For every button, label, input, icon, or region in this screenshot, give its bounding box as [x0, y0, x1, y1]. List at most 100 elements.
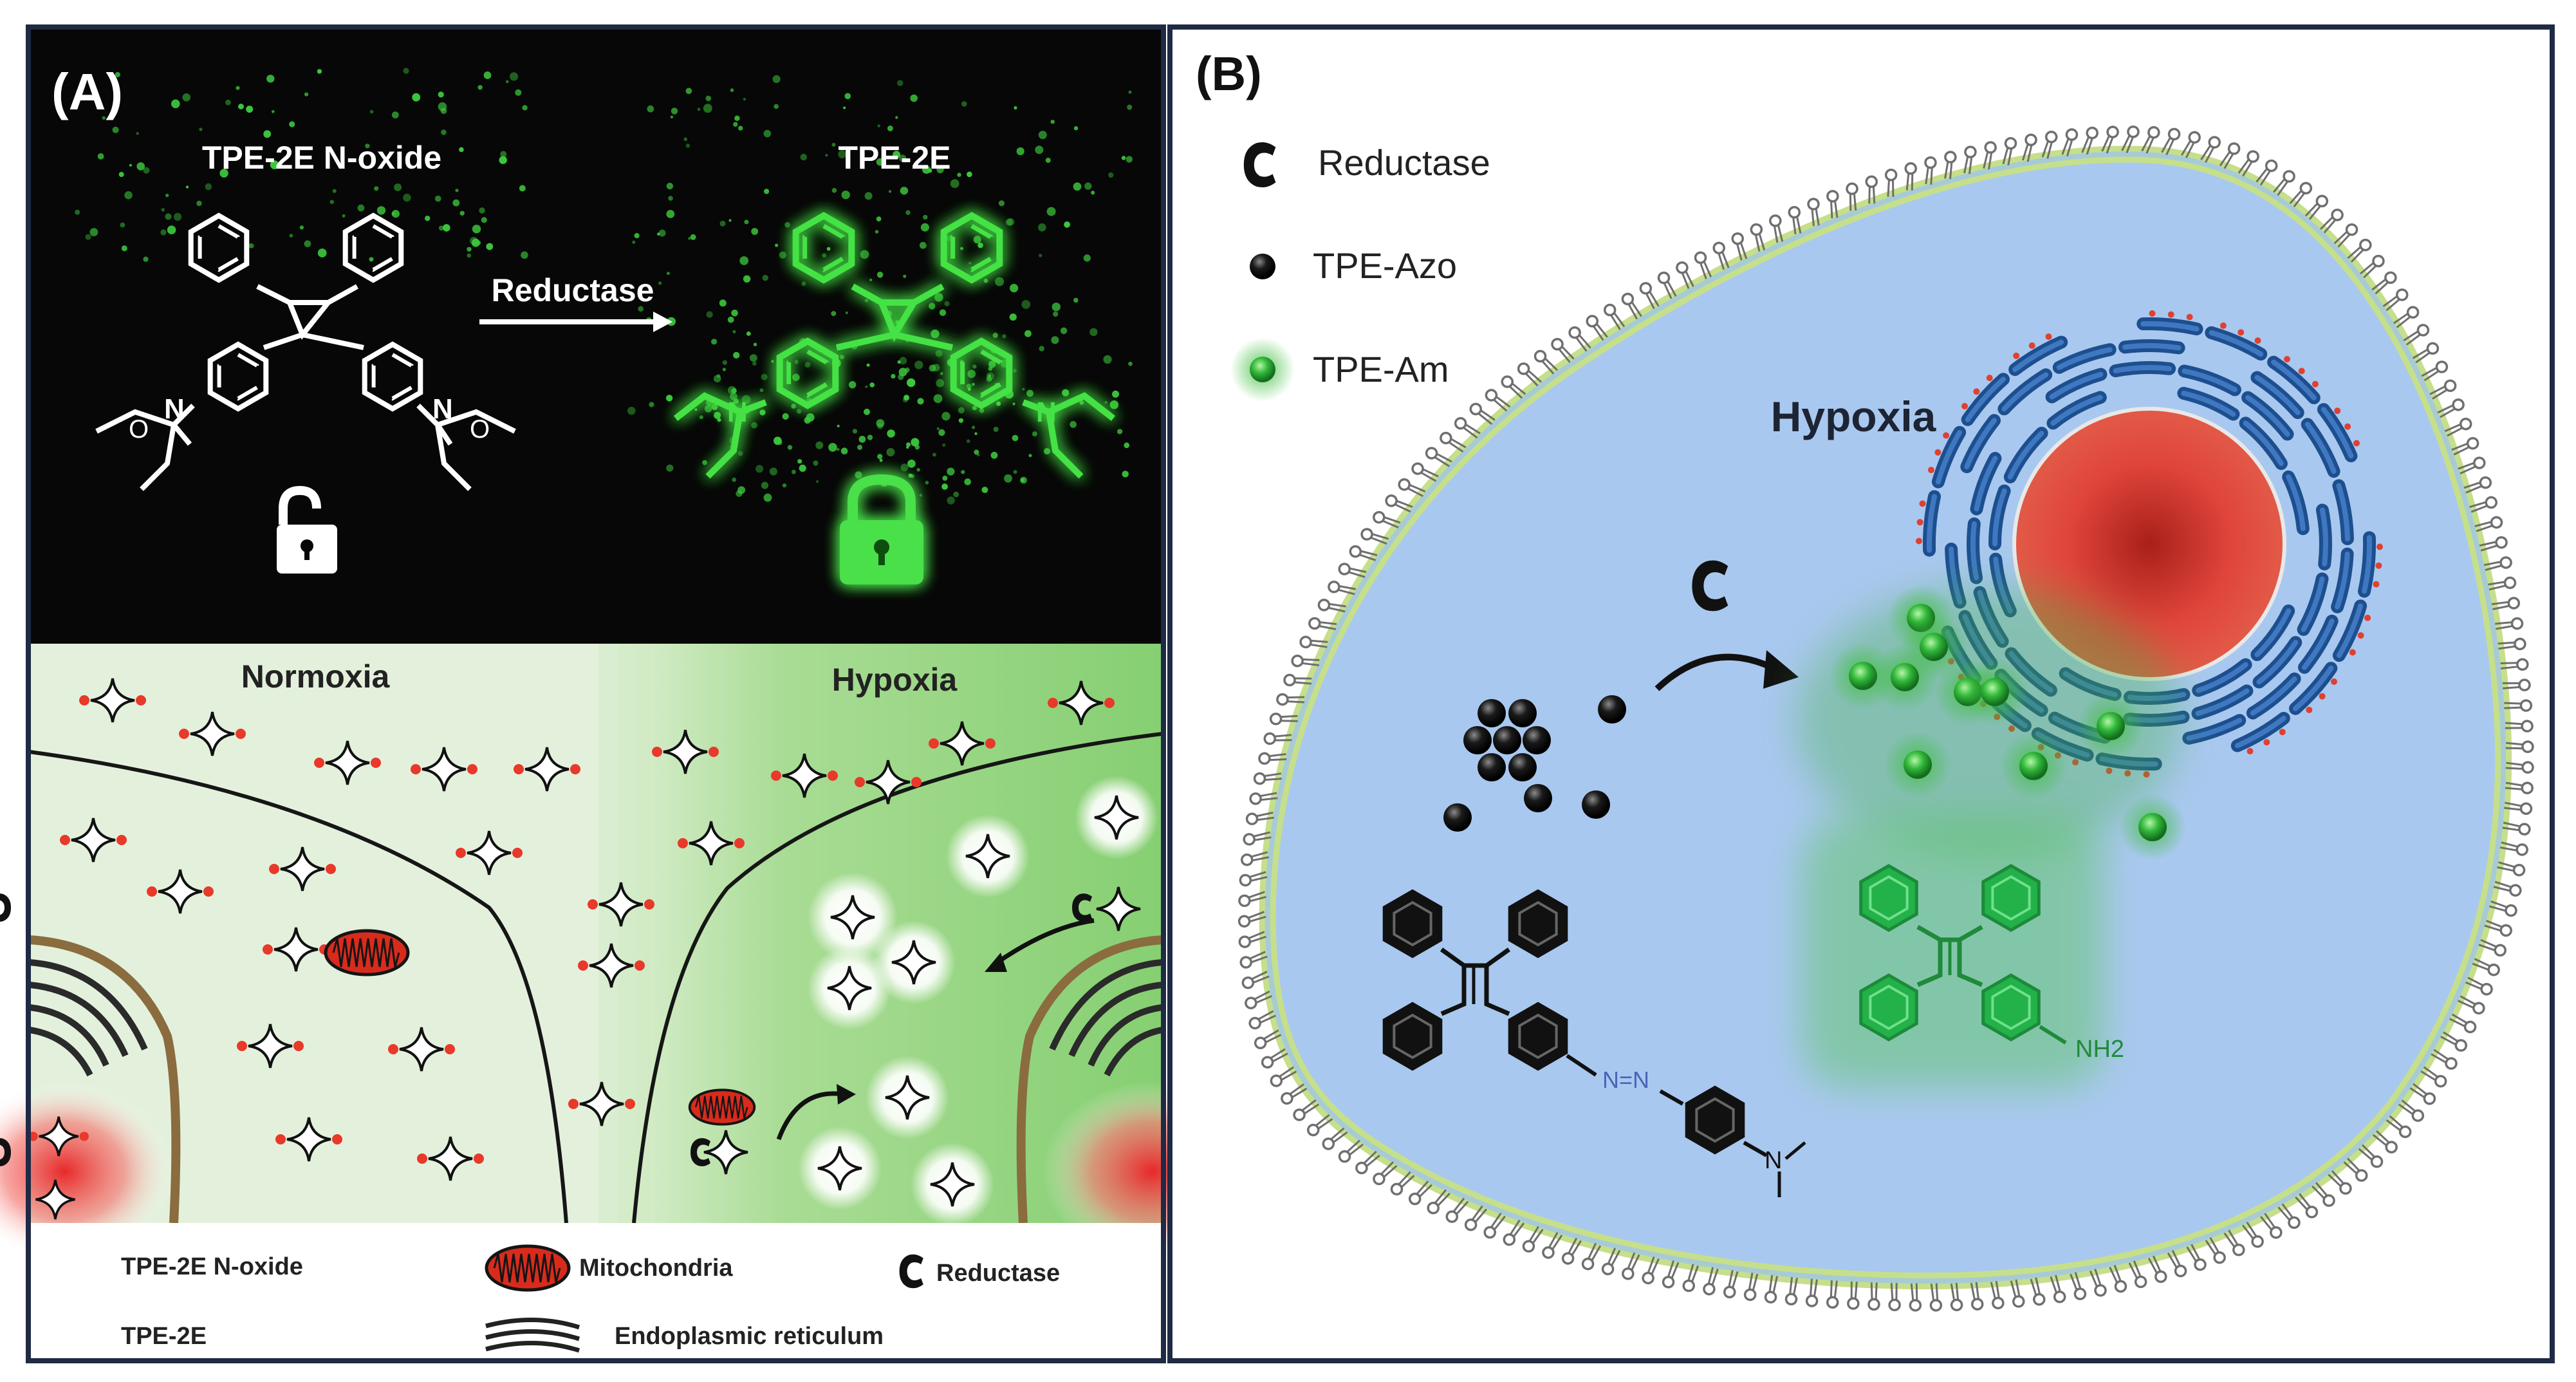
speckle — [1013, 369, 1017, 373]
lipid — [2393, 306, 2420, 328]
ribosome — [2045, 333, 2052, 340]
speckle — [940, 372, 943, 375]
speckle — [919, 494, 923, 497]
tpe-azo-particle — [1493, 726, 1521, 754]
lipid — [2219, 142, 2241, 169]
speckle — [869, 382, 875, 388]
lipid — [2241, 1221, 2264, 1248]
speckle — [978, 242, 983, 248]
tpe-am-particle — [2138, 813, 2167, 841]
speckle — [1103, 355, 1112, 364]
lipid — [1239, 951, 1268, 969]
speckle — [1038, 131, 1047, 140]
lipid — [2479, 536, 2508, 552]
lipid — [2429, 379, 2457, 400]
lipid — [2200, 136, 2221, 163]
speckle — [919, 241, 927, 249]
speckle — [711, 404, 718, 411]
lipid — [2277, 1203, 2301, 1229]
lipid — [1408, 1181, 1433, 1206]
speckle — [887, 126, 893, 131]
lipid — [2420, 1066, 2447, 1088]
speckle — [782, 483, 787, 488]
speckle — [161, 208, 165, 212]
speckle — [936, 427, 940, 431]
speckle — [826, 247, 831, 251]
lipid — [2449, 1013, 2477, 1034]
speckle — [733, 122, 738, 127]
speckle — [75, 209, 80, 215]
ribosome — [2349, 649, 2356, 656]
lipid — [1731, 232, 1748, 261]
speckle — [822, 253, 827, 258]
speckle — [860, 250, 869, 259]
lipid — [1355, 1150, 1380, 1175]
left-compound-name: TPE-2E N-oxide — [202, 140, 441, 176]
panel-a-legend-bg — [30, 1223, 1162, 1358]
reaction-arrow — [479, 312, 672, 332]
lipid — [1888, 1283, 1901, 1312]
speckle — [876, 423, 884, 429]
lipid — [2021, 133, 2037, 162]
speckle — [632, 240, 636, 244]
lipid — [2497, 637, 2526, 651]
speckle — [1038, 223, 1046, 232]
speckle — [738, 126, 743, 131]
ribosome — [2373, 581, 2380, 588]
speckle — [365, 144, 370, 149]
speckle — [855, 471, 862, 479]
speckle — [967, 388, 971, 391]
lipid — [2070, 1272, 2087, 1300]
speckle — [717, 418, 721, 422]
speckle — [1108, 172, 1114, 178]
speckle — [205, 183, 212, 191]
speckle — [917, 398, 924, 405]
lipid — [1581, 1242, 1602, 1271]
speckle — [787, 445, 793, 450]
speckle — [960, 247, 963, 250]
speckle — [1091, 191, 1095, 195]
lipid — [1338, 1139, 1364, 1163]
lipid — [1743, 1273, 1759, 1302]
speckle — [732, 330, 736, 333]
speckle — [1009, 313, 1017, 321]
lipid — [1963, 145, 1977, 174]
speckle — [688, 237, 691, 240]
speckle — [671, 107, 678, 115]
tpe-am-particle — [2097, 712, 2125, 740]
speckle — [966, 384, 972, 389]
lipid — [1603, 303, 1626, 330]
speckle — [869, 278, 873, 281]
lipid — [1254, 1029, 1282, 1050]
lipid — [1847, 1281, 1860, 1310]
lipid — [1483, 1212, 1506, 1239]
lipid — [2358, 1144, 2384, 1168]
speckle — [719, 299, 727, 307]
speckle — [136, 132, 139, 135]
lipid — [1534, 350, 1559, 375]
lipid — [2030, 1277, 2046, 1306]
lipid — [2328, 1170, 2352, 1195]
lipid — [2504, 699, 2533, 712]
curved-arrow-a2 — [996, 918, 1095, 964]
speckle — [739, 256, 749, 265]
speckle — [470, 236, 478, 245]
lipid — [2238, 150, 2259, 177]
lipid — [2289, 182, 2313, 208]
speckle — [165, 193, 169, 198]
ribosome — [1916, 519, 1923, 526]
panel-a-frame — [26, 24, 1166, 1363]
lipid — [2398, 1099, 2425, 1122]
legend-b-tpe-am-icon — [1250, 357, 1275, 382]
lipid — [2502, 821, 2531, 836]
speckle — [668, 196, 673, 201]
lipid — [2469, 496, 2497, 513]
lipid — [1425, 447, 1452, 467]
speckle — [683, 137, 687, 142]
tpe-azo-particle — [1478, 753, 1506, 781]
speckle — [755, 465, 764, 473]
speckle — [391, 210, 400, 218]
lipid — [1240, 851, 1270, 866]
n-atom-right: N — [432, 393, 453, 425]
lipid — [2495, 617, 2524, 630]
